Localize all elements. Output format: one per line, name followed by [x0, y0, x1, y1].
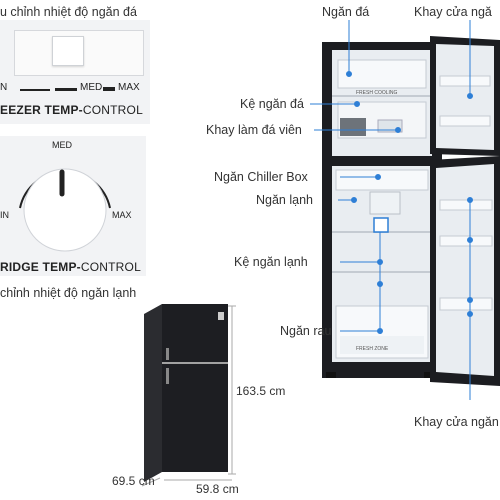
callout-ke-ngan-da: Kệ ngăn đá [240, 97, 304, 111]
freezer-scale-bar-3 [103, 87, 115, 91]
callout-khay-lam-da: Khay làm đá viên [206, 123, 302, 137]
width-dimension: 59.8 cm [196, 482, 239, 496]
depth-dimension: 69.5 cm [112, 474, 155, 488]
fridge-dial-min-label: IN [0, 210, 9, 220]
freezer-scale-mid-label: MED [80, 82, 103, 93]
fresh-zone-badge: FRESH ZONE [356, 346, 389, 352]
callout-ngan-da: Ngăn đá [322, 5, 370, 19]
dimension-lines [141, 305, 236, 487]
fridge-panel-title: RIDGE TEMP-CONTROL [0, 260, 141, 274]
fresh-cooling-badge: FRESH COOLING [356, 90, 398, 96]
callout-ke-ngan-lanh: Kệ ngăn lạnh [234, 255, 308, 269]
callout-chiller-box: Ngăn Chiller Box [214, 170, 308, 184]
callout-khay-cua-bottom: Khay cửa ngăn [414, 415, 499, 429]
callout-khay-cua-top: Khay cửa ngă [414, 5, 492, 19]
callout-ngan-lanh: Ngăn lạnh [256, 193, 313, 207]
callout-ngan-rau: Ngăn rau [280, 324, 332, 338]
fridge-control-caption: chỉnh nhiệt độ ngăn lạnh [0, 286, 137, 300]
freezer-slider-knob[interactable] [52, 36, 84, 66]
fridge-dial-max-label: MAX [112, 210, 132, 220]
closed-fridge-illustration [144, 304, 228, 482]
fridge-dial-med-label: MED [52, 140, 72, 150]
fridge-temp-dial[interactable] [10, 148, 120, 253]
freezer-scale-right-label: MAX [118, 82, 140, 93]
height-dimension: 163.5 cm [236, 384, 286, 398]
freezer-control-caption: u chỉnh nhiệt độ ngăn đá [0, 5, 137, 19]
freezer-scale-bar-1 [20, 89, 50, 91]
freezer-panel-title: EEZER TEMP-CONTROL [0, 103, 143, 117]
freezer-scale-bar-2 [55, 88, 77, 91]
freezer-scale-left-label: N [0, 82, 8, 93]
